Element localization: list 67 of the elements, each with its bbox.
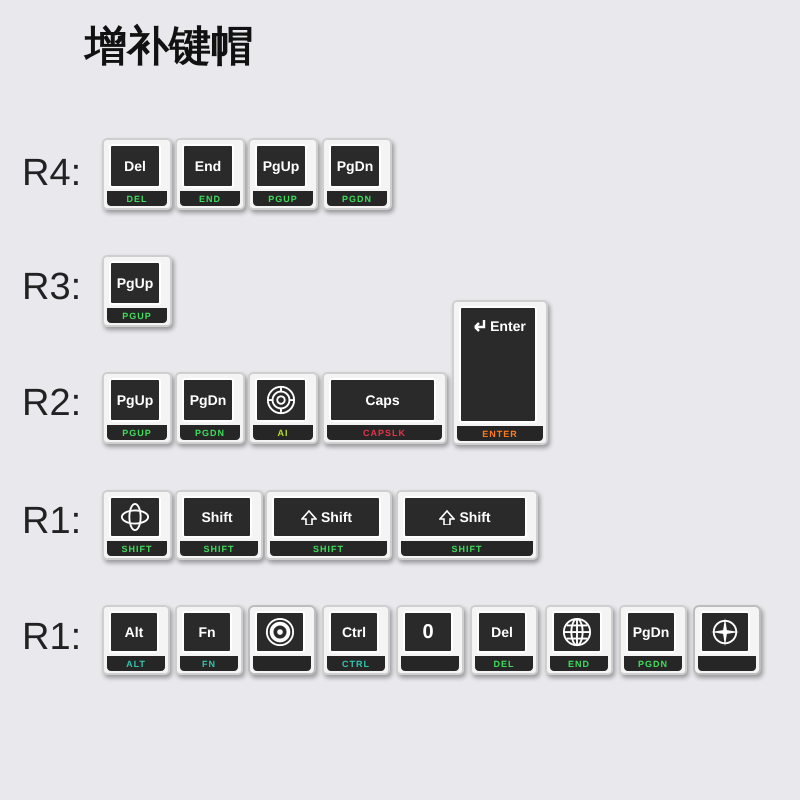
key-legend: 0 <box>422 620 434 644</box>
key-legend: PgDn <box>336 158 374 174</box>
key-legend: Shift <box>201 509 233 525</box>
key-legend: Caps <box>365 392 400 408</box>
key-legend: PgUp <box>116 392 154 408</box>
key-legend: Shift <box>459 509 491 525</box>
keycap <box>175 138 245 210</box>
keycap <box>452 300 548 445</box>
title: 增补键帽 <box>85 20 253 72</box>
side-legend: SHIFT <box>122 544 152 554</box>
side-legend: ALT <box>126 658 146 668</box>
keycap <box>322 138 392 210</box>
side-legend: CTRL <box>342 658 370 668</box>
key-legend: Shift <box>320 509 352 525</box>
key-legend: PgUp <box>262 158 300 174</box>
row-label: R3: <box>22 266 82 309</box>
keycap <box>322 605 390 675</box>
key-legend: Fn <box>198 624 216 640</box>
side-legend: END <box>198 194 221 204</box>
key-legend: Enter <box>490 318 526 334</box>
keycap <box>248 372 318 444</box>
keycap <box>102 490 172 560</box>
side-legend: CAPSLK <box>362 428 406 438</box>
side-legend: DEL <box>494 658 514 668</box>
side-legend: PGDN <box>342 194 372 204</box>
key-legend: PgDn <box>632 624 670 640</box>
key-legend: Del <box>124 158 146 174</box>
side-legend: END <box>568 658 590 668</box>
side-legend: PGUP <box>122 428 152 438</box>
key-legend: End <box>194 158 222 174</box>
keycap <box>265 490 392 560</box>
keycap <box>396 605 464 675</box>
keycap <box>175 372 245 444</box>
key-legend: PgDn <box>190 392 226 408</box>
row-label: R1: <box>22 616 82 659</box>
key-legend: Ctrl <box>342 624 366 640</box>
side-legend: SHIFT <box>452 544 482 554</box>
row-label: R1: <box>22 500 82 543</box>
side-legend: DEL <box>126 194 148 204</box>
side-legend: PGUP <box>268 194 298 204</box>
row-label: R4: <box>22 152 82 195</box>
key-legend: Alt <box>124 624 144 640</box>
side-legend: FN <box>202 658 216 668</box>
keycap <box>545 605 613 675</box>
side-legend: AI <box>278 428 288 438</box>
key-legend: PgUp <box>116 275 154 291</box>
row-label: R2: <box>22 382 82 425</box>
keycap <box>470 605 538 675</box>
keycap <box>102 372 172 444</box>
keycap <box>102 138 172 210</box>
side-legend: PGUP <box>122 310 152 320</box>
keycap <box>248 138 318 210</box>
side-legend: SHIFT <box>313 544 344 554</box>
side-legend: SHIFT <box>204 544 234 554</box>
side-legend: PGDN <box>638 658 668 668</box>
side-legend: PGDN <box>194 428 225 438</box>
key-legend: Del <box>491 624 513 640</box>
keycap <box>396 490 538 560</box>
keycap <box>619 605 687 675</box>
keycap <box>248 605 316 675</box>
keycap <box>175 605 243 675</box>
keycap <box>102 255 172 327</box>
side-legend: ENTER <box>482 428 518 438</box>
keycap <box>102 605 170 675</box>
keycap <box>175 490 263 560</box>
keycap <box>693 605 761 675</box>
keycap <box>322 372 447 444</box>
